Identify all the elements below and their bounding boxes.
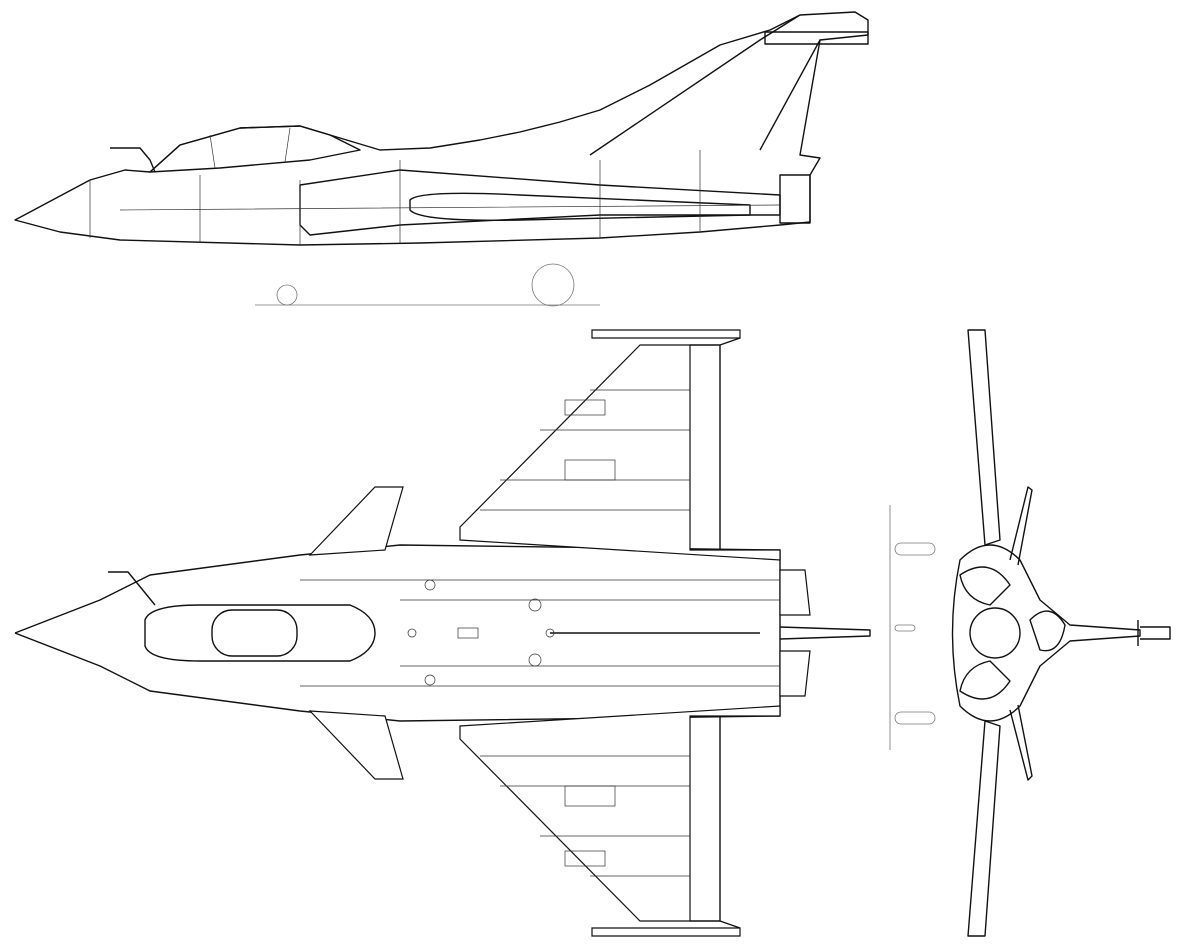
front-wing-lower <box>967 720 1001 937</box>
front-intake-lower <box>959 660 1011 700</box>
engine-nozzle-upper <box>779 569 811 616</box>
front-wheel-right <box>894 711 936 725</box>
front-canard-lower <box>1009 704 1033 781</box>
main-wheel <box>531 263 575 307</box>
side-tail-fin <box>589 14 821 156</box>
side-canopy <box>149 125 361 173</box>
plan-access-panels <box>407 579 555 686</box>
front-wheel-left <box>894 542 936 556</box>
canard-upper <box>308 486 404 556</box>
front-wing-upper <box>967 329 1001 546</box>
plan-canopy-frame <box>211 609 298 657</box>
front-refuel-probe <box>1137 620 1171 646</box>
wing-upper <box>459 344 781 561</box>
side-fuel-tank <box>409 192 751 221</box>
front-fin <box>1009 486 1033 566</box>
plan-view <box>14 329 871 937</box>
front-fuselage <box>951 544 1141 722</box>
front-canopy <box>1029 610 1066 652</box>
nose-wheel <box>276 284 298 306</box>
side-intake <box>299 169 781 236</box>
side-refuel-probe <box>110 147 156 173</box>
front-view <box>889 329 1171 937</box>
side-view <box>14 11 869 307</box>
plan-lower-half <box>14 632 811 937</box>
side-fin-tip <box>764 31 869 45</box>
plan-upper-half <box>14 329 811 634</box>
wingtip-rail-upper <box>591 329 741 339</box>
front-intake-upper <box>959 566 1011 606</box>
side-exhaust <box>779 174 811 224</box>
plan-tail-stinger <box>550 626 871 640</box>
plan-refuel-probe <box>108 571 156 606</box>
front-nose-wheel <box>894 624 916 632</box>
plan-canopy <box>144 604 376 662</box>
front-radome <box>969 607 1021 659</box>
